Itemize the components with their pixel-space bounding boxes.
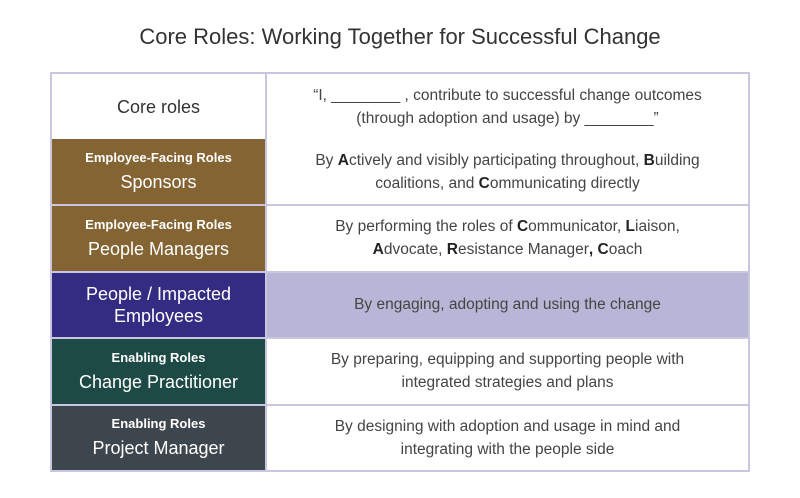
emphasis-letter: A xyxy=(372,241,384,259)
role-name: Change Practitioner xyxy=(78,371,239,392)
role-category: Enabling Roles xyxy=(111,349,206,365)
description-text: iaison, xyxy=(635,218,680,236)
description-text: uilding coalitions, and xyxy=(375,151,700,192)
role-description: By designing with adoption and usage in … xyxy=(267,405,748,470)
emphasis-letter: B xyxy=(643,151,655,169)
header-desc-cell: “I, ________ , contribute to successful … xyxy=(267,74,748,139)
description-text: esistance Manager xyxy=(457,241,589,259)
role-name: People Managers xyxy=(87,238,230,259)
emphasis-letter: L xyxy=(625,218,635,236)
header-desc-line1: “I, ________ , contribute to successful … xyxy=(313,86,702,104)
role-description: By Actively and visibly participating th… xyxy=(267,139,748,204)
page-title: Core Roles: Working Together for Success… xyxy=(139,24,661,49)
role-cell: People / Impacted Employees xyxy=(52,272,267,337)
description-text: ommunicating directly xyxy=(489,174,640,192)
role-description: By performing the roles of Communicator,… xyxy=(267,206,748,271)
emphasis-letter: C xyxy=(478,174,490,192)
role-name: People / Impacted Employees xyxy=(85,283,232,326)
description-text: By xyxy=(315,151,338,169)
description-text: By engaging, adopting and using the chan… xyxy=(354,296,661,314)
roles-table: Core roles “I, ________ , contribute to … xyxy=(50,72,750,472)
emphasis-letter: , C xyxy=(588,241,609,259)
header-role-cell: Core roles xyxy=(52,74,267,139)
description-text: ommunicator, xyxy=(528,218,626,236)
description-text: By designing with adoption and usage in … xyxy=(334,417,681,458)
description-text: dvocate, xyxy=(383,241,447,259)
emphasis-letter: A xyxy=(337,151,349,169)
emphasis-letter: C xyxy=(516,218,529,236)
description-text: By performing the roles of xyxy=(335,218,517,236)
role-category: Enabling Roles xyxy=(111,416,206,432)
role-description: By engaging, adopting and using the chan… xyxy=(267,272,748,337)
header-desc-line2: (through adoption and usage) by ________… xyxy=(356,109,659,127)
role-row: People / Impacted Employees By engaging, … xyxy=(52,270,748,337)
header-row: Core roles “I, ________ , contribute to … xyxy=(52,74,748,139)
role-name: Project Manager xyxy=(92,438,225,459)
role-name: Sponsors xyxy=(120,172,197,192)
description-text: oach xyxy=(608,241,643,259)
header-role-label: Core roles xyxy=(116,96,201,117)
role-category: Employee-Facing Roles xyxy=(85,150,232,165)
role-category: Employee-Facing Roles xyxy=(85,216,232,232)
emphasis-letter: R xyxy=(446,241,458,259)
description-text: By preparing, equipping and supporting p… xyxy=(330,351,685,392)
role-description: By preparing, equipping and supporting p… xyxy=(267,339,748,404)
description-text: ctively and visibly participating throug… xyxy=(348,151,644,169)
